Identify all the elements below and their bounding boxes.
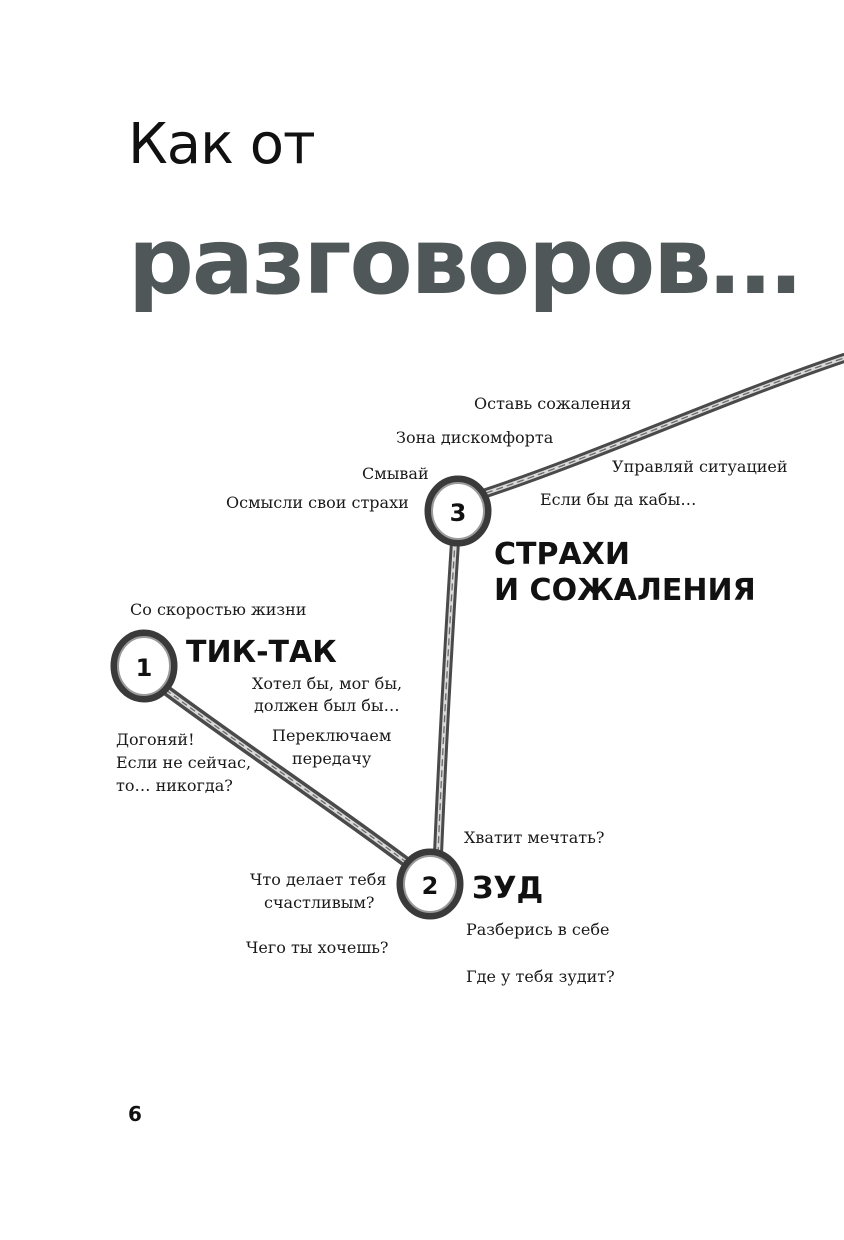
phrase-figure-yourself: Разберись в себе [466,920,610,939]
phrase-stop-dreaming: Хватит мечтать? [464,828,605,847]
phrase-discomfort-zone: Зона дискомфорта [396,428,554,447]
phrase-catch-line-1: Догоняй! [116,730,195,749]
connector-line-2-3 [433,537,460,859]
phrase-comprehend-fears: Осмысли свои страхи [226,493,409,512]
phrase-what-you-want: Чего ты хочешь? [246,938,389,957]
title-line-1: Как от [128,112,316,177]
phrase-switch-line-1: Переключаем [272,726,392,745]
node-1-number: 1 [136,654,153,682]
connector-line-3-out [481,353,844,498]
phrase-catch-line-2: Если не сейчас, [116,753,252,772]
phrase-leave-regrets: Оставь сожаления [474,394,632,413]
phrase-flush: Смывай [362,464,429,483]
node-3-heading-line-1: СТРАХИ [494,537,630,572]
connector-line-1-2 [160,684,412,868]
node-2-circle: 2 [396,848,464,920]
node-3-number: 3 [450,499,467,527]
node-3-circle: 3 [424,475,492,547]
title-line-2: разговоров… [128,208,801,315]
phrase-manage-situation: Управляй ситуацией [612,457,788,476]
phrase-catch-line-3: то… никогда? [116,776,233,795]
phrase-wanted-line-1: Хотел бы, мог бы, [252,674,403,693]
node-1-circle: 1 [110,629,178,703]
phrase-switch-line-2: передачу [292,749,372,768]
node-1-heading: ТИК-ТАК [186,635,337,670]
phrase-if-only: Если бы да кабы… [540,490,697,509]
phrase-wanted-line-2: должен был бы… [254,696,400,715]
phrase-speed-of-life: Со скоростью жизни [130,600,307,619]
phrase-happy-line-1: Что делает тебя [250,870,387,889]
node-3-heading-line-2: И СОЖАЛЕНИЯ [494,573,756,608]
node-2-number: 2 [422,872,439,900]
phrase-where-itches: Где у тебя зудит? [466,967,615,986]
node-2-heading: ЗУД [472,871,544,906]
phrase-happy-line-2: счастливым? [264,893,375,912]
page-number: 6 [128,1102,142,1126]
